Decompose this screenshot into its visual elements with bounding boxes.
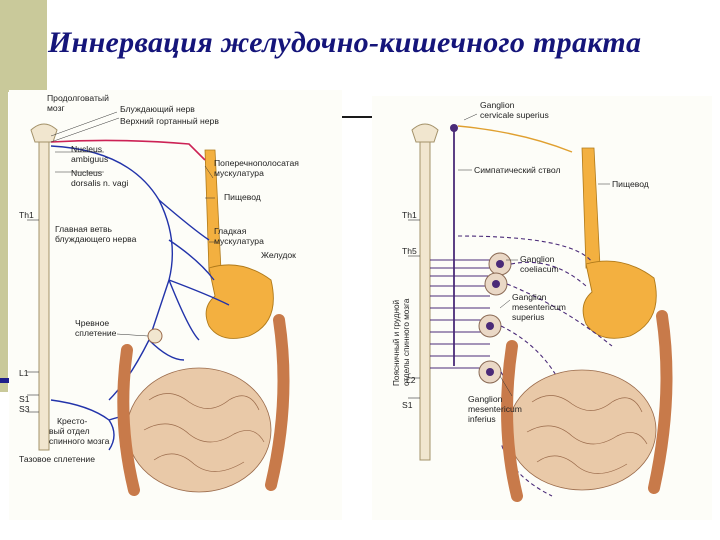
accent-bar <box>0 0 47 92</box>
parasympathetic-diagram: Продолговатый мозг Блуждающий нерв Верхн… <box>9 90 342 520</box>
label-th1: Th1 <box>19 210 34 220</box>
label-mes-inf-l2: mesentericum <box>468 404 522 414</box>
label-mes-sup-l1: Ganglion <box>512 292 547 302</box>
label-esophagus-right: Пищевод <box>612 179 649 189</box>
label-s1-right: S1 <box>402 400 413 410</box>
esophagus-shape-right <box>581 147 601 269</box>
ganglion-cervical-node <box>450 124 458 132</box>
sympathetic-illustration: Ganglion cervicale superius Симпатически… <box>392 100 673 502</box>
label-main-branch-l1: Главная ветвь <box>55 224 113 234</box>
label-striated-l1: Поперечнополосатая <box>214 158 299 168</box>
label-sacral-l3: спинного мозга <box>49 436 110 446</box>
intestines-shape <box>126 367 272 493</box>
label-smooth-l1: Гладкая <box>214 226 247 236</box>
label-th1-right: Th1 <box>402 210 417 220</box>
intestine-loops <box>143 393 265 472</box>
label-striated-l2: мускулатура <box>214 168 264 178</box>
label-celiac-l1: Чревное <box>75 318 109 328</box>
label-nucleus-ambiguus-l1: Nucleus <box>71 144 102 154</box>
label-spinal-vertical-l2: отделы спинного мозга <box>402 298 411 386</box>
label-main-branch-l2: блуждающего нерва <box>55 234 137 244</box>
spinal-cord-right <box>419 129 431 461</box>
colon-shape <box>117 314 290 496</box>
outflow-lines <box>430 259 490 369</box>
label-nucleus-dorsalis-l2: dorsalis n. vagi <box>71 178 128 188</box>
stomach-shape <box>205 264 274 339</box>
slide-title: Иннервация желудочно-кишечного тракта <box>48 26 642 59</box>
label-vagus: Блуждающий нерв <box>120 104 195 114</box>
label-smooth-l2: мускулатура <box>214 236 264 246</box>
laryngeal-nerve <box>50 139 206 161</box>
label-sacral-l2: вый отдел <box>49 426 90 436</box>
title-rule <box>336 116 384 118</box>
label-l1: L1 <box>19 368 29 378</box>
label-ganglion-cervical-l2: cervicale superius <box>480 110 549 120</box>
leader-lines-right <box>458 113 610 397</box>
label-sacral-l1: Кресто- <box>57 416 87 426</box>
medulla-shape-right <box>411 123 439 143</box>
ganglion-mesentericum-inferius-center <box>486 368 494 376</box>
colon-shape-right <box>501 310 673 502</box>
label-coeliacum-l1: Ganglion <box>520 254 555 264</box>
label-s1: S1 <box>19 394 30 404</box>
label-coeliacum-l2: coeliacum <box>520 264 559 274</box>
stomach-shape-right <box>582 260 657 339</box>
label-mes-sup-l3: superius <box>512 312 544 322</box>
label-medulla-l2: мозг <box>47 103 65 113</box>
label-medulla-l1: Продолговатый <box>47 93 109 103</box>
medulla-shape <box>30 123 58 143</box>
label-mes-inf-l3: inferius <box>468 414 496 424</box>
label-mes-sup-l2: mesentericum <box>512 302 566 312</box>
label-ganglion-cervical-l1: Ganglion <box>480 100 515 110</box>
label-nucleus-dorsalis-l1: Nucleus <box>71 168 102 178</box>
leader-lines <box>50 111 216 337</box>
celiac-plexus-node <box>147 328 163 344</box>
sympathetic-diagram: Ganglion cervicale superius Симпатически… <box>372 96 712 520</box>
label-esophagus: Пищевод <box>224 192 261 202</box>
label-mes-inf-l1: Ganglion <box>468 394 503 404</box>
label-th5-right: Th5 <box>402 246 417 256</box>
label-laryngeal: Верхний гортанный нерв <box>120 116 219 126</box>
label-s3: S3 <box>19 404 30 414</box>
label-stomach: Желудок <box>261 250 296 260</box>
label-l2-right: L2 <box>406 375 416 385</box>
label-sympathetic-trunk: Симпатический ствол <box>474 165 561 175</box>
ganglion-mesentericum-superius-center <box>486 322 494 330</box>
label-celiac-l2: сплетение <box>75 328 117 338</box>
label-nucleus-ambiguus-l2: ambiguus <box>71 154 108 164</box>
label-pelvic-plexus: Тазовое сплетение <box>19 454 95 464</box>
cervical-branch <box>457 125 573 153</box>
parasympathetic-illustration: Продолговатый мозг Блуждающий нерв Верхн… <box>19 93 299 496</box>
ganglion-coeliacum-center <box>496 260 504 268</box>
ganglion-coeliacum-lower-center <box>492 280 500 288</box>
accent-stub <box>0 378 10 383</box>
accent-side-bar <box>0 92 8 392</box>
label-spinal-vertical-l1: Поясничный и грудной <box>392 300 401 386</box>
spinal-cord <box>38 129 50 451</box>
intestine-loops-right <box>526 395 648 474</box>
